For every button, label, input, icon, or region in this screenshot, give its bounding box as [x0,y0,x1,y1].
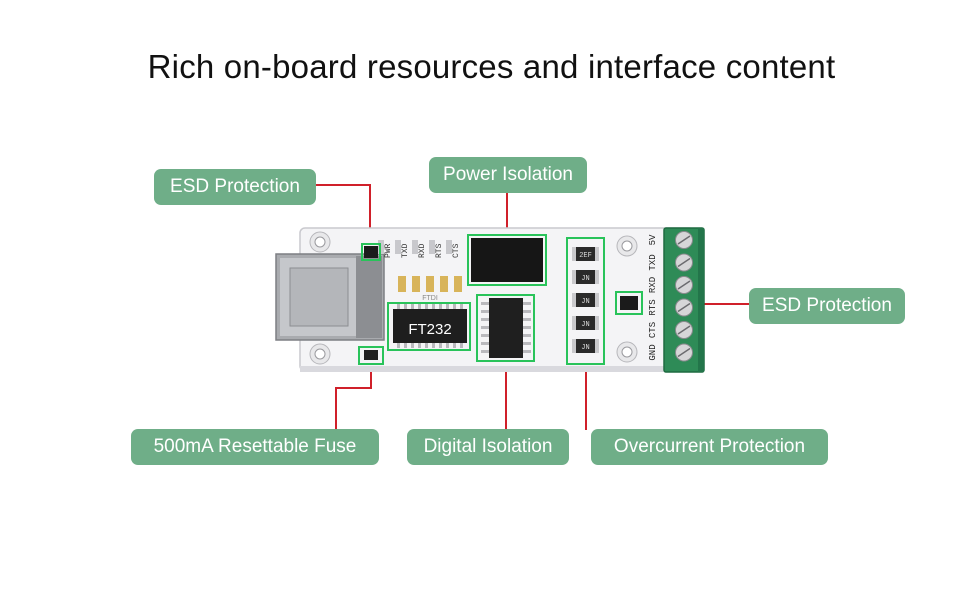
esd-chip-right [620,296,638,310]
terminal-screws [675,231,693,362]
pcb-edge [300,366,694,372]
callout-fuse: 500mA Resettable Fuse [131,429,379,465]
resistor [572,270,599,284]
overcurrent-highlight [566,237,605,365]
screw-slot [677,257,691,268]
callout-esd-left: ESD Protection [154,169,316,205]
resistor-pad [595,316,599,330]
resistor-code: JN [581,344,589,352]
power-isolation-highlight [467,234,547,286]
leader-fuse [335,365,372,430]
screw-slot [677,280,691,290]
resistor-pad [572,293,576,307]
resistor-pad [572,270,576,284]
resettable-fuse [364,350,378,360]
screw-slot [677,347,691,358]
resistor [572,339,599,353]
digital-isolator-chip [481,298,531,358]
resistor [572,316,599,330]
chip-label: FT232 [408,321,451,338]
fuse-highlight [358,346,384,365]
usb-b-connector [275,253,385,341]
callout-power-isolation: Power Isolation [429,157,587,193]
resistor [572,293,599,307]
screw-slot [677,302,691,313]
ft232-chip: FT232 FTDI [393,295,467,348]
screw-slot [677,235,691,245]
esd-left-highlight [361,243,381,261]
resistor-pad [572,247,576,261]
terminal-label-rxd: RXD [648,277,658,293]
power-isolation-module [471,238,543,282]
resistor-pad [595,247,599,261]
resistor-pad [595,293,599,307]
page-title: Rich on-board resources and interface co… [147,48,836,85]
resistor-code: 2EF [579,252,592,260]
esd-right-highlight [615,291,643,315]
resistor-pad [572,316,576,330]
callout-esd-right: ESD Protection [749,288,905,324]
resistor-code: JN [581,298,589,306]
terminal-label-5v: 5V [648,234,658,245]
terminal-label-cts: CTS [648,322,658,338]
led-labels: PWR TXD RXD RTS CTS [384,243,461,258]
led-label-cts: CTS [452,243,461,258]
leader-esd-left [316,184,371,248]
esd-chip-left [364,246,378,258]
led-label-rts: RTS [435,243,444,258]
screw-slot [677,325,691,335]
overcurrent-resistors: 2EF JN JN JN JN [572,247,599,353]
led-label-txd: TXD [401,243,410,258]
terminal-labels: 5V TXD RXD RTS CTS GND [648,234,658,361]
led-label-pwr: PWR [384,243,393,258]
terminal-label-gnd: GND [648,344,658,360]
resistor-code: JN [581,275,589,283]
resistor-code: JN [581,321,589,329]
callout-digital-isolation: Digital Isolation [407,429,569,465]
callout-overcurrent: Overcurrent Protection [591,429,828,465]
resistor-pad [572,339,576,353]
resistor-pad [595,339,599,353]
mounting-holes [309,231,638,365]
digital-isolation-highlight [476,294,535,362]
terminal-label-rts: RTS [648,299,658,315]
chip-brand: FTDI [422,295,438,302]
terminal-label-txd: TXD [648,254,658,270]
ft232-highlight [387,302,471,351]
led-label-rxd: RXD [418,243,427,258]
resistor [572,247,599,261]
resistor-pad [595,270,599,284]
